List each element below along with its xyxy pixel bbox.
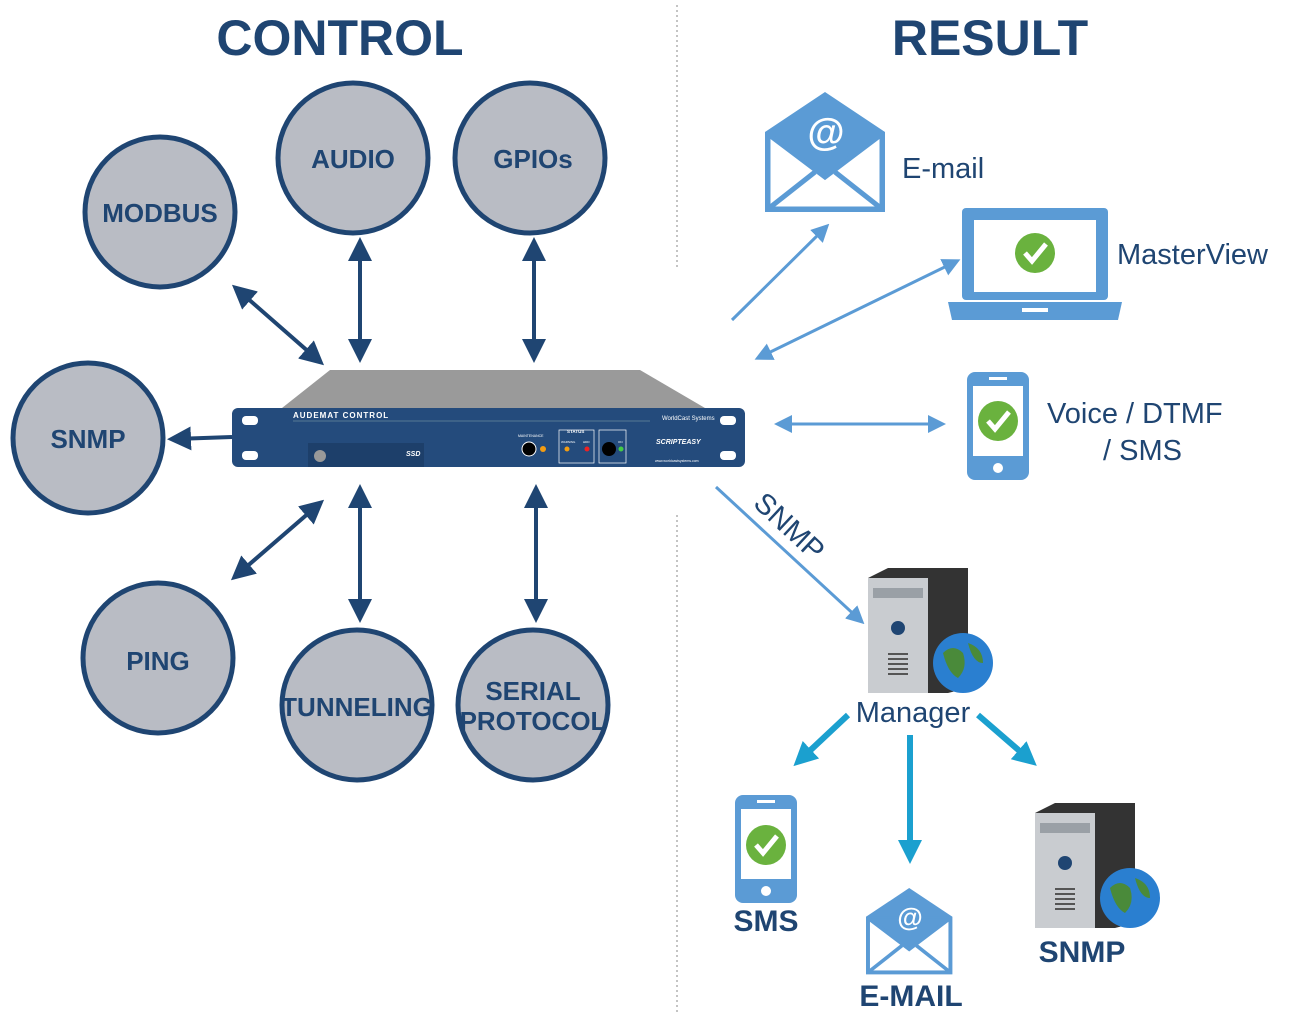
svg-text:AUDIO: AUDIO [311,144,395,174]
audio-circle: AUDIO [275,80,431,236]
manager-arrows [793,712,1037,864]
svg-text:STATUS: STATUS [567,429,584,434]
svg-text:WARNING: WARNING [561,440,576,444]
result-heading: RESULT [892,10,1088,66]
control-heading: CONTROL [216,10,463,66]
scripteasy-logo: SCRIPTEASY [656,439,702,446]
manager-label: Manager [856,697,971,729]
tunneling-circle: TUNNELING [279,627,435,783]
snmp-server-icon [1035,803,1160,928]
svg-text:MAINTENANCE: MAINTENANCE [518,434,544,438]
sms-result-label: SMS [733,905,798,938]
check-icon [1015,233,1055,273]
voice-dtmf-label: Voice / DTMF [1047,398,1223,430]
svg-text:SNMP: SNMP [50,424,125,454]
svg-text:PING: PING [126,646,190,676]
svg-text:PROTOCOL: PROTOCOL [460,706,607,736]
manager-server-icon [868,568,993,693]
svg-text:ON: ON [618,440,623,444]
check-icon [746,825,786,865]
svg-text:HDD: HDD [583,440,590,444]
snmp-circle: SNMP [10,360,166,516]
svg-text:MODBUS: MODBUS [102,198,218,228]
svg-text:SERIAL: SERIAL [485,676,580,706]
device-name: AUDEMAT CONTROL [293,411,389,420]
audemat-control-device: AUDEMAT CONTROL WorldCast Systems SSD MA… [232,370,745,467]
result-arrows [714,223,961,625]
ssd-label: SSD [406,451,420,458]
svg-text:GPIOs: GPIOs [493,144,572,174]
email-label: E-mail [902,153,984,185]
masterview-label: MasterView [1117,239,1269,271]
email-result-label: E-MAIL [859,980,962,1013]
at-icon: @ [807,112,844,154]
modbus-circle: MODBUS [82,134,238,290]
control-arrows [167,237,548,623]
svg-text:www.worldcastsystems.com: www.worldcastsystems.com [655,459,699,463]
at-icon: @ [897,902,922,932]
laptop-icon [948,208,1122,320]
sms-label: / SMS [1103,435,1182,467]
check-icon [978,401,1018,441]
svg-text:TUNNELING: TUNNELING [281,692,433,722]
snmp-result-label: SNMP [1039,936,1126,969]
ping-circle: PING [80,580,236,736]
gpios-circle: GPIOs [452,80,608,236]
brand-logo: WorldCast Systems [662,416,715,422]
